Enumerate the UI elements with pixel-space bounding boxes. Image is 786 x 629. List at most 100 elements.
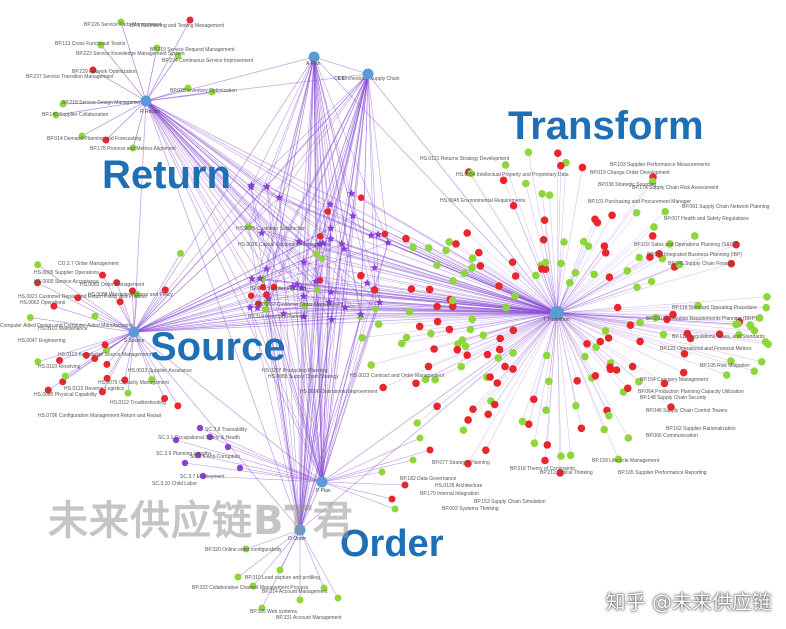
graph-edge <box>283 312 558 314</box>
graph-edge <box>360 312 558 318</box>
graph-edge <box>556 312 611 364</box>
order-node <box>296 596 304 604</box>
transform-red-node <box>495 282 503 290</box>
graph-edge <box>199 427 323 483</box>
graph-edge <box>556 226 655 314</box>
transform-red-node <box>490 400 499 409</box>
graph-edge <box>119 301 135 333</box>
graph-edge <box>556 235 695 314</box>
node-label: BP.102 Sales and Operations Planning (S&… <box>634 242 739 248</box>
graph-edge <box>86 331 135 356</box>
transform-red-node <box>464 416 472 424</box>
return-node <box>59 100 67 108</box>
graph-edge <box>127 331 135 394</box>
node-label: BP.050 Integrated Business Planning (IBP… <box>647 252 742 258</box>
node-label: BP.219 Service Request Management <box>150 47 235 53</box>
safety-node <box>224 443 232 451</box>
graph-edge <box>133 307 251 333</box>
transform-green-node <box>633 283 641 292</box>
graph-edge <box>461 312 558 367</box>
graph-edge <box>556 312 691 339</box>
transform-green-node <box>431 375 439 384</box>
center-star-node <box>253 303 262 312</box>
transform-green-node <box>584 242 593 251</box>
graph-edge <box>556 312 762 363</box>
graph-edge <box>505 164 558 314</box>
source-hub-node <box>128 326 140 338</box>
node-label: BP.218 Service Design Management <box>62 100 144 106</box>
transform-green-node <box>398 339 406 348</box>
graph-edge <box>425 312 558 380</box>
graph-edge <box>133 308 376 333</box>
graph-edge <box>321 238 331 483</box>
center-star-node <box>262 264 271 273</box>
graph-edge <box>313 56 558 314</box>
graph-edge <box>55 100 147 116</box>
graph-edge <box>556 312 738 325</box>
transform-red-node <box>608 211 616 220</box>
node-label: BP.310 Lead capture and profiling <box>245 575 320 581</box>
transform-red-node <box>624 384 632 393</box>
center-node <box>244 223 252 230</box>
source-node <box>91 355 99 362</box>
graph-edge <box>321 242 389 483</box>
return-hub-label: R Return <box>140 109 160 115</box>
graph-edge <box>145 100 301 531</box>
graph-edge <box>401 312 558 344</box>
graph-edge <box>145 100 317 255</box>
graph-edge <box>133 331 153 380</box>
graph-edge <box>556 312 766 343</box>
graph-edge <box>556 312 672 408</box>
graph-edge <box>328 73 369 303</box>
graph-edge <box>449 241 558 314</box>
graph-edge <box>472 312 558 410</box>
graph-edge <box>316 253 558 314</box>
transform-green-node <box>374 320 383 328</box>
graph-edge <box>513 312 558 331</box>
transform-red-node <box>508 258 517 267</box>
source-node <box>177 249 184 257</box>
graph-edge <box>556 264 680 314</box>
transform-green-node <box>433 261 441 269</box>
graph-edge <box>480 265 558 314</box>
graph-edge <box>133 56 315 333</box>
graph-edge <box>556 312 731 362</box>
transform-green-node <box>557 259 565 268</box>
source-node <box>174 402 182 410</box>
graph-edge <box>133 316 361 333</box>
graph-edge <box>488 312 558 415</box>
graph-edge <box>322 258 558 314</box>
graph-edge <box>515 275 558 314</box>
plan-node <box>416 434 424 442</box>
graph-edge <box>145 100 267 303</box>
graph-edge <box>133 305 305 333</box>
graph-edge <box>556 312 755 332</box>
graph-edge <box>315 281 558 314</box>
transform-green-node <box>691 232 699 240</box>
source-node <box>44 386 52 394</box>
transform-red-node <box>509 326 518 335</box>
node-label: SC.3.10 Child Labor <box>152 481 197 487</box>
graph-edge <box>556 235 653 314</box>
node-label: BP.061 Supply Chain Network Planning <box>682 204 770 210</box>
source-node <box>34 279 41 287</box>
safety-node <box>194 451 202 459</box>
transform-green-node <box>557 452 565 460</box>
graph-edge <box>133 289 318 333</box>
graph-edge <box>556 312 674 315</box>
transform-green-node <box>424 244 433 252</box>
return-node <box>153 44 161 52</box>
transform-red-node <box>606 363 614 372</box>
graph-edge <box>133 238 331 333</box>
transform-red-node <box>530 395 538 404</box>
transform-red-node <box>543 441 552 449</box>
transform-red-node <box>715 330 724 339</box>
node-label: SC.3.9 Planning Lengths <box>156 451 212 457</box>
return-node <box>97 41 105 49</box>
safety-node <box>172 436 180 444</box>
transform-green-node <box>413 419 422 427</box>
graph-edge <box>301 73 369 289</box>
graph-edge <box>266 186 323 483</box>
graph-edge <box>94 315 135 333</box>
graph-edge <box>499 312 558 350</box>
